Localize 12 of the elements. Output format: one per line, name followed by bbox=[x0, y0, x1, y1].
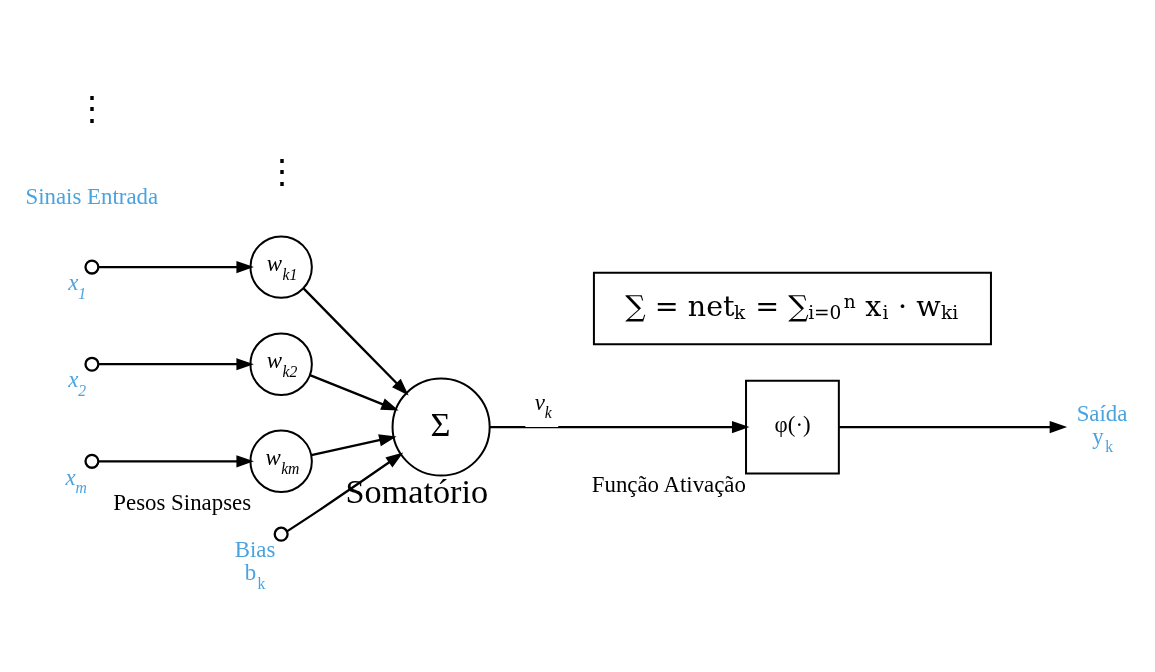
node-label: x$_{m}$ bbox=[65, 464, 87, 497]
node-label: b$_{k}$ bbox=[244, 560, 266, 592]
label: Sinais Entrada bbox=[25, 183, 159, 209]
node-label: Função Ativação bbox=[591, 471, 746, 497]
node-label: x$_{2}$ bbox=[68, 367, 87, 399]
label: ⋮ bbox=[75, 89, 110, 128]
node-label: Pesos Sinapses bbox=[113, 490, 252, 516]
edge-label: v$_{k}$ bbox=[534, 389, 552, 422]
label: ⋮ bbox=[264, 152, 299, 191]
node-label: Bias bbox=[234, 537, 276, 563]
node-text: Saída y$_{k}$ bbox=[1076, 401, 1128, 456]
node-label: x$_{1}$ bbox=[68, 270, 87, 302]
